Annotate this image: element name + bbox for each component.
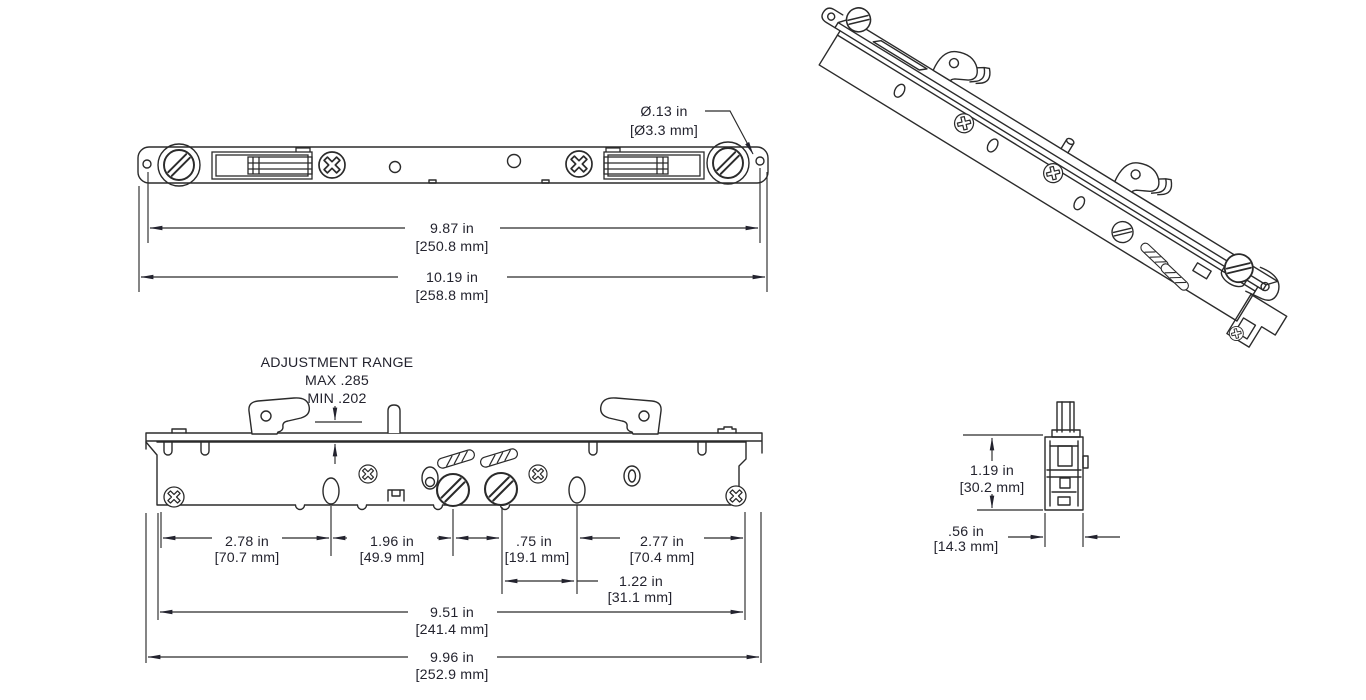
spring-icon	[478, 447, 520, 469]
spring-icon	[435, 448, 477, 470]
dim-front-0-mm: [250.8 mm]	[416, 239, 489, 255]
dim-front-0-in: 9.87 in	[430, 221, 474, 237]
adjustment-title: ADJUSTMENT RANGE	[261, 355, 414, 371]
dim-chain-1-mm: [49.9 mm]	[360, 550, 425, 566]
dim-chain-2-mm: [19.1 mm]	[505, 550, 570, 566]
slotted-screw-icon	[483, 471, 519, 507]
isometric-view	[818, 2, 1288, 348]
dim-chain-3-in: 2.77 in	[640, 534, 684, 550]
phillips-screw-icon	[725, 485, 747, 507]
slotted-screw-icon	[435, 472, 471, 508]
adjustment-max: MAX .285	[305, 373, 369, 389]
dim-offset-in: 1.22 in	[619, 574, 663, 590]
phillips-screw-icon	[163, 486, 185, 508]
adjustment-callout: ADJUSTMENT RANGE MAX .285 MIN .202	[261, 355, 414, 464]
phillips-screw-icon	[358, 464, 378, 484]
side-view	[145, 397, 763, 511]
dim-front-1-in: 10.19 in	[426, 270, 478, 286]
front-view	[137, 141, 769, 187]
end-view	[1044, 401, 1089, 511]
phillips-screw-icon	[318, 151, 346, 179]
slotted-screw-icon	[1218, 248, 1259, 289]
phillips-screw-icon	[1039, 159, 1067, 187]
front-view-dimensions: Ø.13 in [Ø3.3 mm] 9.87 in [250.8 mm] 10.…	[138, 104, 768, 304]
hook-latch-left	[248, 397, 311, 435]
slotted-screw-icon	[163, 149, 195, 181]
dim-front-1-mm: [258.8 mm]	[416, 288, 489, 304]
dim-end-width-in: .56 in	[948, 524, 984, 540]
dim-chain-0-in: 2.78 in	[225, 534, 269, 550]
latch-window-right	[603, 147, 705, 180]
latch-window-left	[211, 147, 313, 180]
dim-side-overall-0-mm: [241.4 mm]	[416, 622, 489, 638]
dim-chain-1-in: 1.96 in	[370, 534, 414, 550]
phillips-screw-icon	[950, 109, 978, 137]
dim-end-height-in: 1.19 in	[970, 463, 1014, 479]
hook-latch-right	[599, 397, 662, 435]
dim-hole-dia-in: Ø.13 in	[640, 104, 687, 120]
dim-offset-mm: [31.1 mm]	[608, 590, 673, 606]
dim-chain-3-mm: [70.4 mm]	[630, 550, 695, 566]
side-view-dimensions: 2.78 in [70.7 mm] 1.96 in [49.9 mm] .75 …	[145, 505, 762, 683]
adjustment-min: MIN .202	[307, 391, 366, 407]
dim-side-overall-1-in: 9.96 in	[430, 650, 474, 666]
slotted-screw-icon	[1107, 216, 1138, 248]
dim-side-overall-1-mm: [252.9 mm]	[416, 667, 489, 683]
phillips-screw-icon	[1226, 323, 1247, 344]
dim-end-height-mm: [30.2 mm]	[960, 480, 1025, 496]
phillips-screw-icon	[565, 150, 593, 178]
phillips-screw-icon	[528, 464, 548, 484]
end-view-dimensions: 1.19 in [30.2 mm] .56 in [14.3 mm]	[934, 434, 1120, 555]
dim-end-width-mm: [14.3 mm]	[934, 539, 999, 555]
slotted-screw-icon	[712, 147, 744, 179]
dim-hole-dia-mm: [Ø3.3 mm]	[630, 123, 698, 139]
dim-side-overall-0-in: 9.51 in	[430, 605, 474, 621]
dim-chain-2-in: .75 in	[516, 534, 552, 550]
dim-chain-0-mm: [70.7 mm]	[215, 550, 280, 566]
